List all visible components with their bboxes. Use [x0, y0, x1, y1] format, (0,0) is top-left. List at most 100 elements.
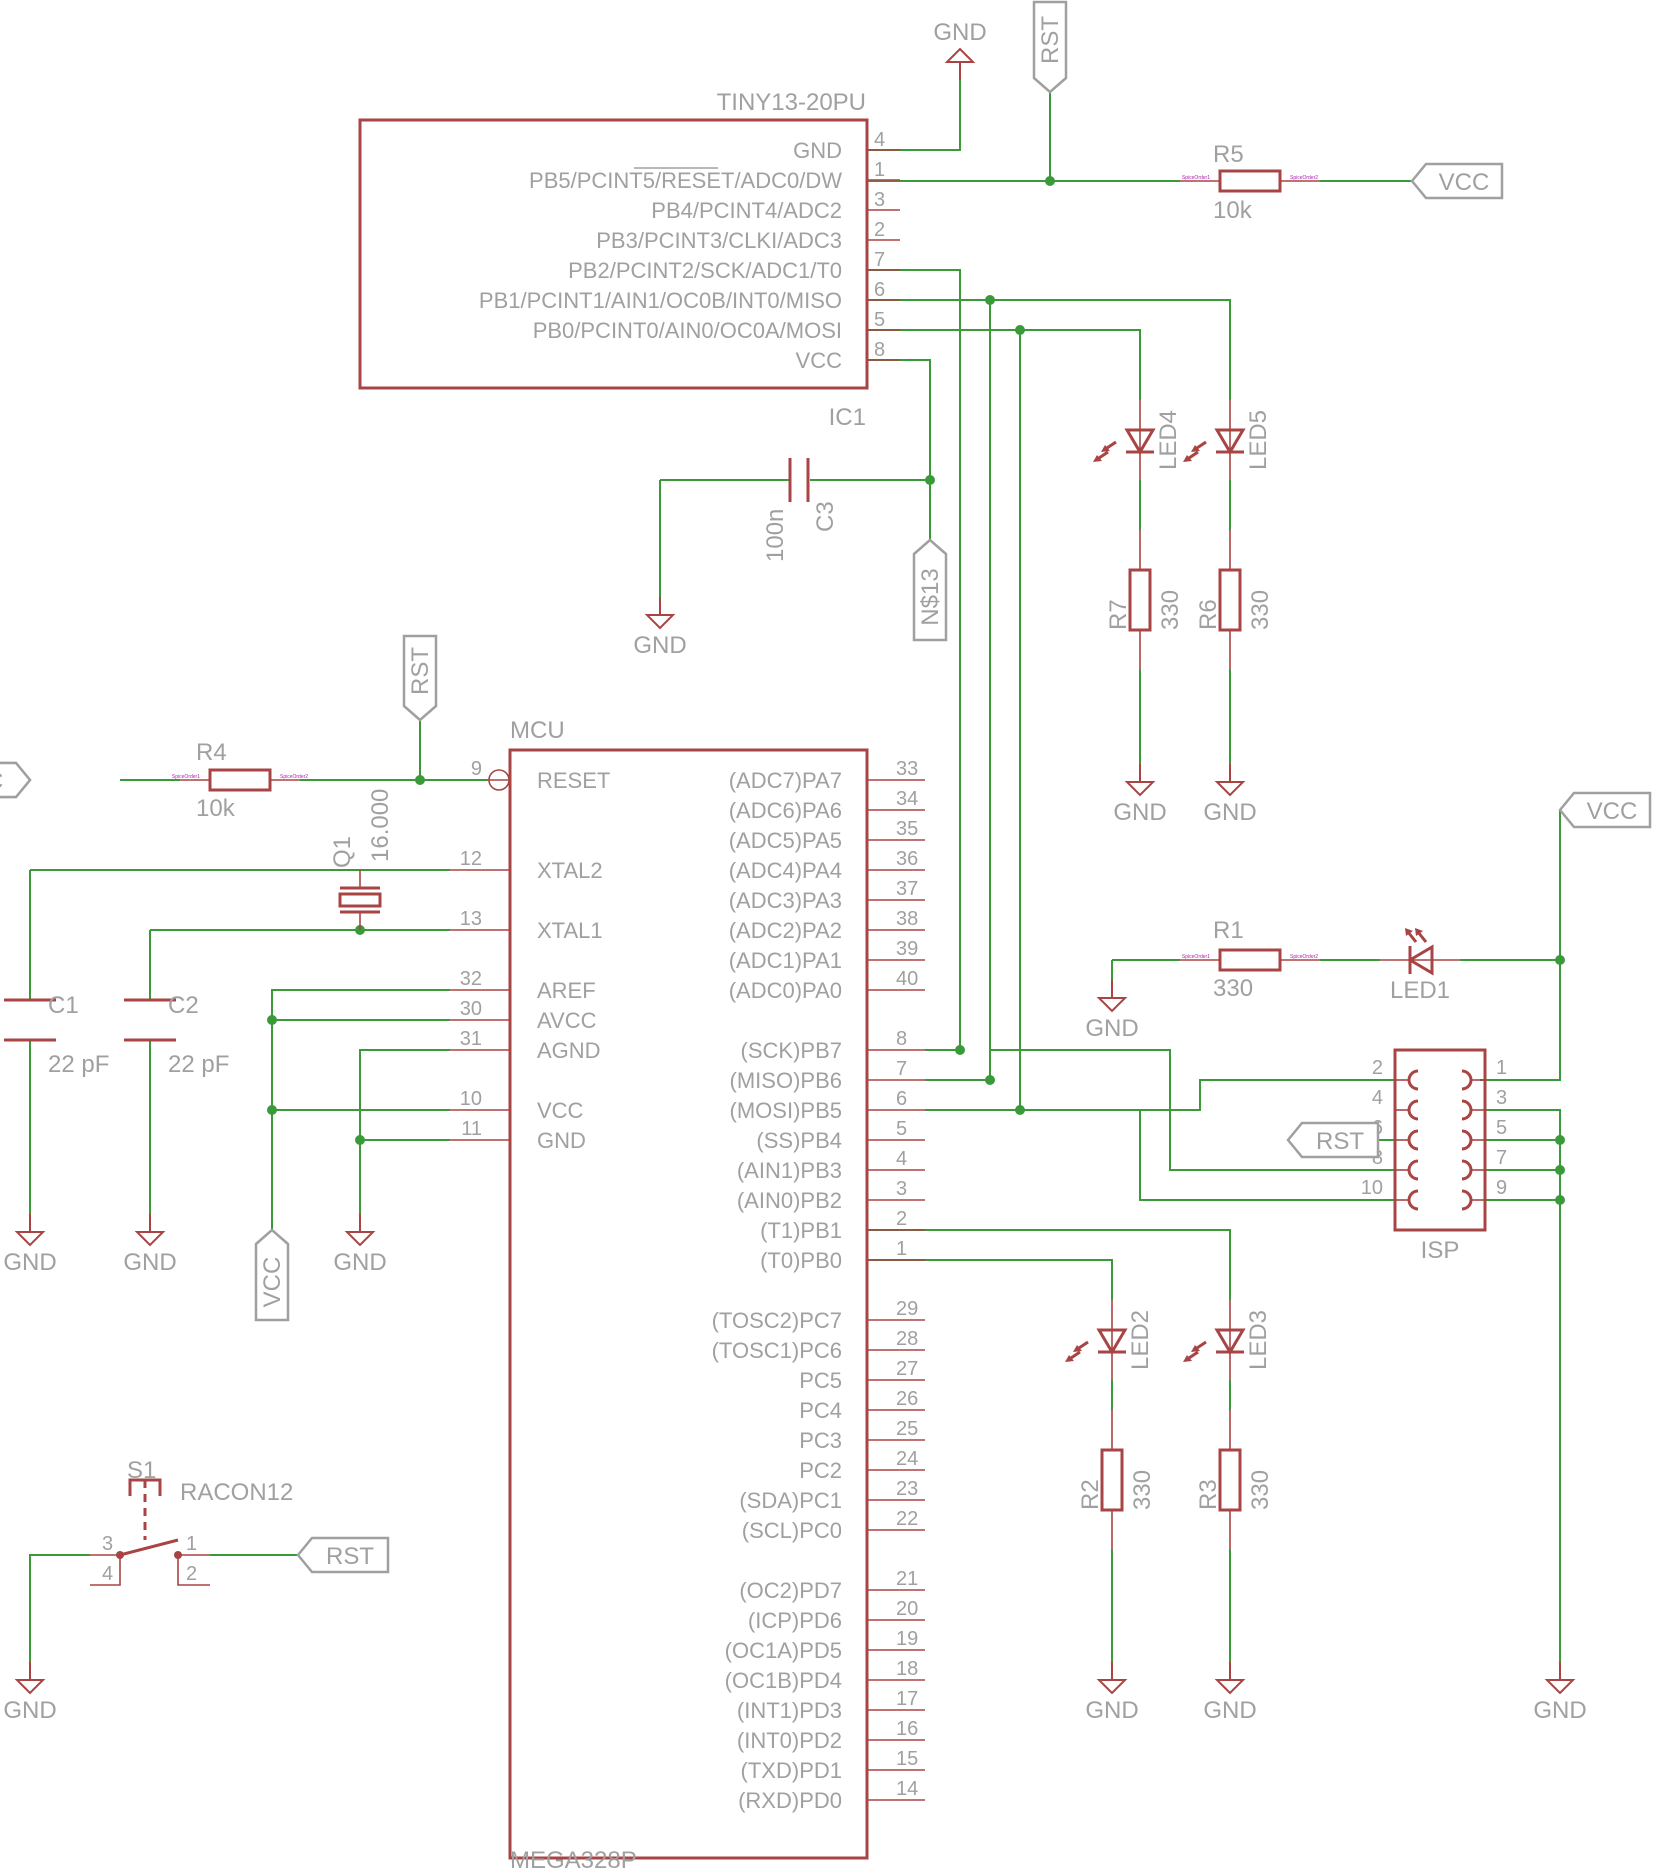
mcu-right-pin-label: (ADC3)PA3 [729, 888, 842, 913]
ic1-pin-number: 6 [874, 279, 885, 301]
wire-vcc-right [1480, 810, 1561, 1081]
isp-pin-icon [1407, 1129, 1419, 1151]
switch-lead [177, 1555, 210, 1586]
resistor-ref: R3 [1195, 1479, 1222, 1510]
mcu-right-pin-label: (AIN1)PB3 [737, 1158, 842, 1183]
ic1-pin-number: 2 [874, 219, 885, 241]
wire-miso [925, 300, 991, 1081]
net-label-flag [254, 1228, 290, 1322]
mcu-right-pin-label: (ADC5)PA5 [729, 828, 842, 853]
rst-label-s1: RST [296, 1536, 390, 1574]
switch-contact-icon [119, 1538, 179, 1557]
net-label-text: VCC [1439, 169, 1490, 196]
switch-value: RACON12 [180, 1479, 293, 1506]
junction-dot [985, 295, 995, 305]
resistor-body-icon [1218, 948, 1282, 972]
mcu-right-pin-number: 14 [896, 1778, 918, 1800]
ground-icon [644, 614, 676, 630]
led-diode-icon [1124, 428, 1156, 455]
wire-isp-miso [990, 1079, 1395, 1111]
resistor-value: 330 [1157, 590, 1184, 630]
mcu-name: MCU [510, 717, 565, 744]
resistor-ref: R7 [1105, 599, 1132, 630]
resistor-ref: R6 [1195, 599, 1222, 630]
isp-pin-icon [1407, 1069, 1419, 1091]
isp-pin-icon [1407, 1189, 1419, 1211]
net-label-flag [0, 761, 32, 799]
isp-right-pin-number: 5 [1496, 1117, 1507, 1139]
ic1-pin-label: VCC [796, 348, 843, 373]
isp-ref: ISP [1421, 1237, 1460, 1264]
gnd-label: GND [633, 632, 686, 659]
mcu-right-pin-number: 35 [896, 818, 918, 840]
junction-dot [267, 1105, 277, 1115]
net-label-flag [1558, 791, 1652, 829]
mcu-right-pin-number: 19 [896, 1628, 918, 1650]
isp-left-pin-number: 2 [1372, 1057, 1383, 1079]
gnd-label: GND [1203, 799, 1256, 826]
net-label-text: RST [1316, 1128, 1364, 1155]
mcu-right-pin-number: 40 [896, 968, 918, 990]
mcu-right-pin-number: 1 [896, 1238, 907, 1260]
mcu-left-pin-label: AREF [537, 978, 596, 1003]
wire-isp-gnd [1485, 1109, 1561, 1680]
ic1-pin-label: GND [793, 138, 842, 163]
mcu-right-pin-number: 6 [896, 1088, 907, 1110]
ground-icon [134, 1231, 166, 1247]
spice-order-1: SpiceOrder1 [172, 774, 200, 780]
mcu-right-pin-number: 3 [896, 1178, 907, 1200]
gnd-label: GND [3, 1249, 56, 1276]
wire-miso-led5 [867, 299, 1231, 400]
junction-dot [355, 1135, 365, 1145]
mcu-right-pin-number: 33 [896, 758, 918, 780]
isp-pin-icon [1407, 1099, 1419, 1121]
mcu-right-pin-number: 39 [896, 938, 918, 960]
resistor-body-icon [1218, 169, 1282, 193]
net-label-text: RST [326, 1543, 374, 1570]
ic1-pin-number: 4 [874, 129, 885, 151]
mcu-left-pin-label: GND [537, 1128, 586, 1153]
ic1-pin-number: 5 [874, 309, 885, 331]
gnd-c3: GND [633, 597, 687, 659]
light-arrow-head [1073, 1345, 1082, 1352]
led3: LED3 [1183, 1300, 1272, 1380]
net-label-flag [402, 634, 438, 722]
ic1-pin-number: 1 [874, 159, 885, 181]
mcu-right-pin-number: 22 [896, 1508, 918, 1530]
mcu-left-pin-number: 9 [471, 758, 482, 780]
resistor-value: 330 [1129, 1470, 1156, 1510]
led-ref: LED3 [1245, 1310, 1272, 1370]
gnd-ic1: GND [933, 19, 987, 80]
mcu-left-pin-label: RESET [537, 768, 610, 793]
ground-icon [944, 47, 976, 63]
junction-dot [267, 1015, 277, 1025]
isp-right-pin-number: 7 [1496, 1147, 1507, 1169]
resistor-ref: R1 [1213, 917, 1244, 944]
light-arrow-head [1065, 1355, 1074, 1362]
wire-isp-mosi [925, 1109, 1395, 1201]
light-arrow-head [1191, 445, 1200, 452]
switch-lead [90, 1555, 121, 1586]
gnd-r3: GND [1203, 1662, 1257, 1724]
mcu-left-pin-number: 10 [460, 1088, 482, 1110]
mcu-left-pin-label: XTAL2 [537, 858, 603, 883]
mcu-right-pin-number: 24 [896, 1448, 918, 1470]
mcu-right-pin-label: (TXD)PD1 [741, 1758, 842, 1783]
ic1-pin-label: PB0/PCINT0/AIN0/OC0A/MOSI [533, 318, 842, 343]
gnd-r2: GND [1085, 1662, 1139, 1724]
cap-ref: C2 [168, 992, 199, 1019]
mcu-right-pin-number: 25 [896, 1418, 918, 1440]
led-ref: LED5 [1245, 410, 1272, 470]
mcu-right-pin-label: PC3 [799, 1428, 842, 1453]
cap-ref: C1 [48, 992, 79, 1019]
spice-order-2: SpiceOrder2 [1290, 954, 1318, 960]
ic1-ref: IC1 [829, 404, 866, 431]
reset-inversion-bubble [488, 769, 510, 791]
rst-label-top: RST [1032, 0, 1068, 94]
